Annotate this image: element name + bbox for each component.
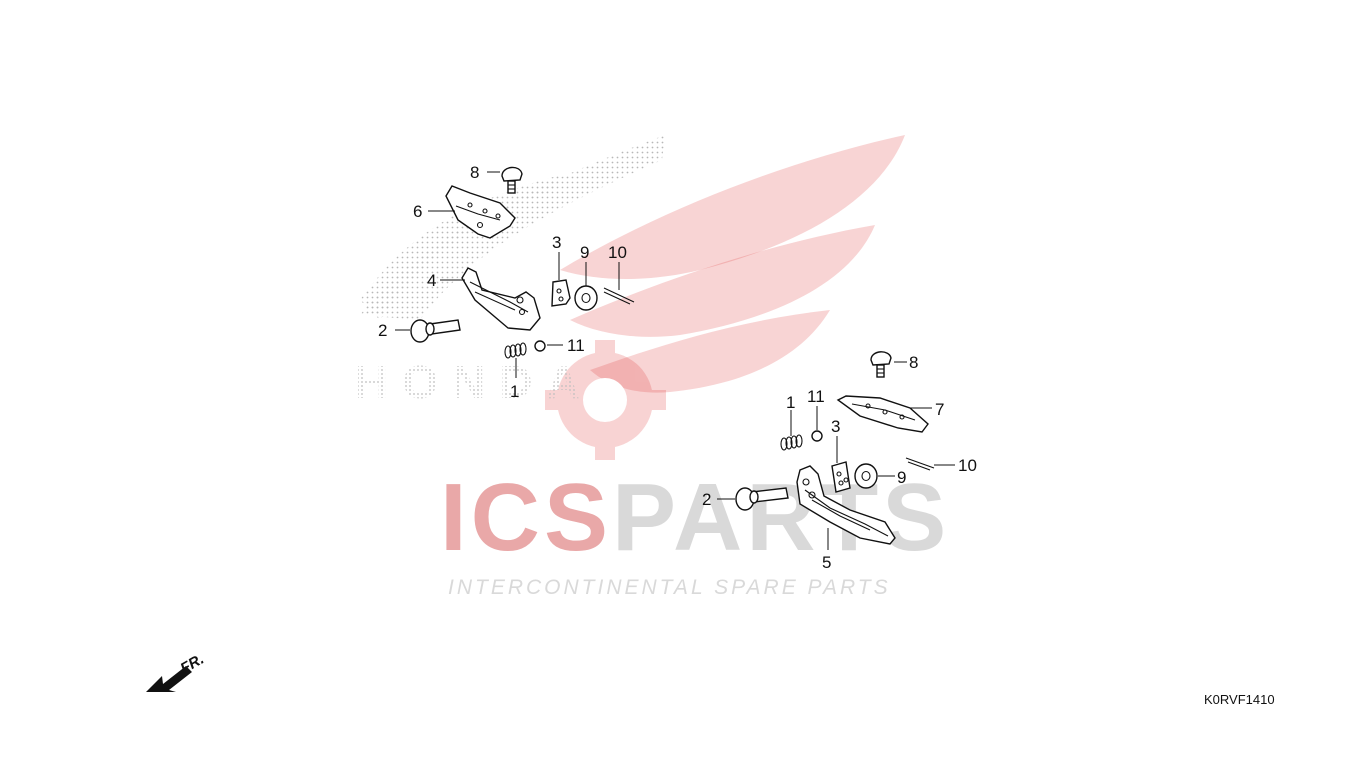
diagram-code: K0RVF1410 xyxy=(1204,692,1275,707)
ball-part-11-lower xyxy=(811,430,823,442)
honda-emblem-text: HONDA xyxy=(355,356,594,408)
wing-red-feather xyxy=(560,135,905,279)
cotter-pin-part-10-lower xyxy=(905,457,935,471)
heel-guard-part-7 xyxy=(836,395,929,433)
ball-part-11-upper xyxy=(534,340,546,352)
callout-9-lower: 9 xyxy=(897,468,906,487)
callout-8-upper: 8 xyxy=(470,163,479,182)
callout-10-lower: 10 xyxy=(958,456,977,475)
step-holder-part-4 xyxy=(461,267,541,331)
icsparts-watermark: ICSPARTS INTERCONTINENTAL SPARE PARTS xyxy=(440,464,950,599)
svg-text:ICSPARTS: ICSPARTS xyxy=(440,464,950,571)
wing-red-feather xyxy=(590,310,830,393)
heel-guard-part-6 xyxy=(445,185,516,239)
cotter-pin-part-10-upper xyxy=(603,287,635,305)
watermark-tagline: INTERCONTINENTAL SPARE PARTS xyxy=(448,576,891,599)
footpeg-part-5 xyxy=(796,465,896,545)
front-direction-arrow: FR. xyxy=(146,651,207,692)
callout-2-lower: 2 xyxy=(702,490,711,509)
callout-8-lower: 8 xyxy=(909,353,918,372)
plate-part-3-upper xyxy=(551,279,571,307)
callout-7-lower: 7 xyxy=(935,400,944,419)
plate-part-3-lower xyxy=(831,461,851,493)
arrow-left-down-icon xyxy=(146,666,192,692)
watermark-brand-b: PARTS xyxy=(612,464,950,571)
callout-6-upper: 6 xyxy=(413,202,422,221)
wing-dotted-shape xyxy=(360,135,665,320)
step-pin-part-2-upper xyxy=(410,319,461,343)
callout-3-upper: 3 xyxy=(552,233,561,252)
callout-2-upper: 2 xyxy=(378,321,387,340)
callout-3-lower: 3 xyxy=(831,417,840,436)
callout-11-lower: 11 xyxy=(807,387,825,406)
spring-part-1-lower xyxy=(780,434,803,451)
callout-1-lower: 1 xyxy=(786,393,795,412)
bolt-part-8-lower xyxy=(870,351,892,378)
callout-11-upper: 11 xyxy=(567,336,585,355)
wing-dotted-shape xyxy=(360,175,560,320)
spring-part-1-upper xyxy=(504,342,527,359)
callout-4-upper: 4 xyxy=(427,271,436,290)
honda-wing-watermark: HONDA xyxy=(355,135,905,460)
washer-part-9-lower xyxy=(854,463,878,489)
watermark-brand-a: ICS xyxy=(440,464,612,571)
wing-red-feather xyxy=(570,225,875,337)
step-pin-part-2-lower xyxy=(735,487,789,511)
callout-1-upper: 1 xyxy=(510,382,519,401)
callout-10-upper: 10 xyxy=(608,243,627,262)
bolt-part-8-upper xyxy=(501,166,523,194)
callout-9-upper: 9 xyxy=(580,243,589,262)
callout-5-lower: 5 xyxy=(822,553,831,572)
washer-part-9-upper xyxy=(574,285,598,311)
